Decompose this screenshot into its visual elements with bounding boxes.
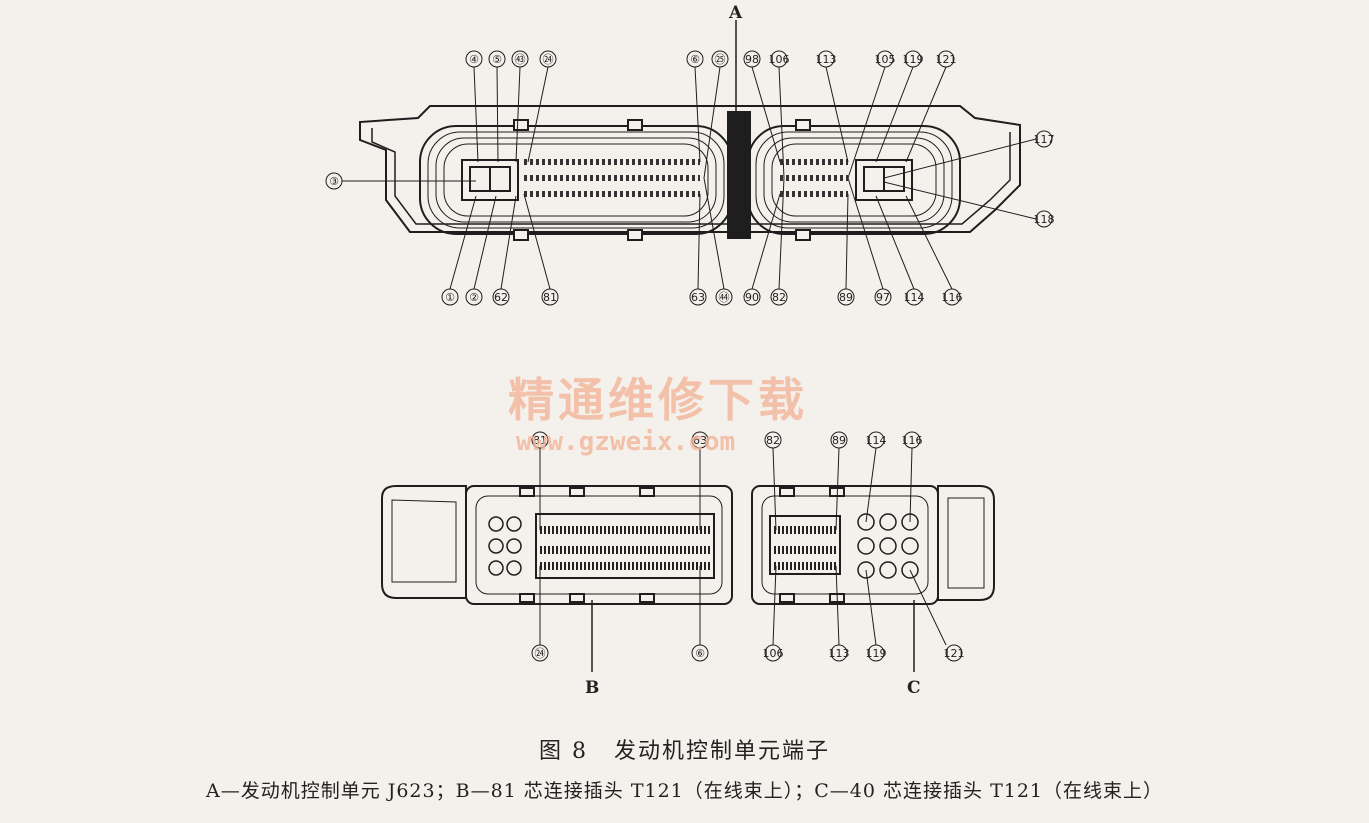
pin-label: 81 xyxy=(533,434,547,447)
pin-label: 114 xyxy=(904,291,925,304)
pin-label: 82 xyxy=(772,291,786,304)
pin-label: 63 xyxy=(691,291,705,304)
pin-label: ㉔ xyxy=(543,53,554,66)
pin-label: 89 xyxy=(832,434,846,447)
pin-label: 113 xyxy=(816,53,837,66)
top-unit-bottom-pin-texts: ① ② 62 81 63 ㊹ 90 82 89 97 114 116 xyxy=(445,291,962,304)
pin-label: 106 xyxy=(763,647,784,660)
pin-label: ④ xyxy=(469,53,479,66)
pin-label: 119 xyxy=(903,53,924,66)
pin-label: 82 xyxy=(766,434,780,447)
pin-label: 63 xyxy=(693,434,707,447)
pin-label: 105 xyxy=(875,53,896,66)
pin-label: 117 xyxy=(1034,133,1055,146)
pin-label: 106 xyxy=(769,53,790,66)
connector-c-pin-labels xyxy=(764,431,963,662)
pin-label: ㊹ xyxy=(719,291,730,304)
pin-label: ㉔ xyxy=(535,647,546,660)
label-c: C xyxy=(907,678,921,698)
figure-caption-title: 图 8 发动机控制单元端子 xyxy=(0,733,1369,765)
pin-label: ⑥ xyxy=(690,53,700,66)
pin-label: 116 xyxy=(942,291,963,304)
pin-label: 114 xyxy=(866,434,887,447)
top-unit-top-pin-labels xyxy=(465,50,955,179)
label-a: A xyxy=(728,3,743,23)
pin-label: ③ xyxy=(329,175,339,188)
top-unit-top-pin-texts: ④ ⑤ ㊸ ㉔ ⑥ ㉕ 98 106 113 105 119 121 xyxy=(469,53,956,66)
pin-label: 62 xyxy=(494,291,508,304)
figure-number: 图 8 xyxy=(538,739,588,764)
figure-title: 发动机控制单元端子 xyxy=(613,739,830,764)
watermark-text: 精通维修下载 xyxy=(508,373,808,427)
pin-label: 116 xyxy=(902,434,923,447)
pin-label: 119 xyxy=(866,647,887,660)
top-unit-side-pin-labels xyxy=(325,130,1053,228)
pin-label: ② xyxy=(469,291,479,304)
pin-label: ① xyxy=(445,291,455,304)
pin-label: ㊸ xyxy=(515,53,526,66)
pin-label: ㉕ xyxy=(715,53,726,66)
connector-b-drawing xyxy=(381,485,733,605)
pin-label: 121 xyxy=(936,53,957,66)
top-unit-bottom-pin-labels xyxy=(441,177,961,306)
pin-label: 121 xyxy=(944,647,965,660)
connector-b-pin-labels xyxy=(531,431,709,662)
pin-label: 113 xyxy=(829,647,850,660)
engine-control-unit-drawing xyxy=(359,105,1021,241)
pin-label: ⑤ xyxy=(492,53,502,66)
pin-label: ⑥ xyxy=(695,647,705,660)
pin-label: 118 xyxy=(1034,213,1055,226)
figure-legend: A—发动机控制单元 J623；B—81 芯连接插头 T121（在线束上）；C—4… xyxy=(205,780,1164,802)
pin-label: 98 xyxy=(745,53,759,66)
pin-label: 81 xyxy=(543,291,557,304)
label-b: B xyxy=(585,678,599,698)
pin-label: 89 xyxy=(839,291,853,304)
pin-label: 97 xyxy=(876,291,890,304)
pin-label: 90 xyxy=(745,291,759,304)
connector-c-drawing xyxy=(751,485,995,605)
watermark-url: www.gzweix.com xyxy=(516,427,735,457)
